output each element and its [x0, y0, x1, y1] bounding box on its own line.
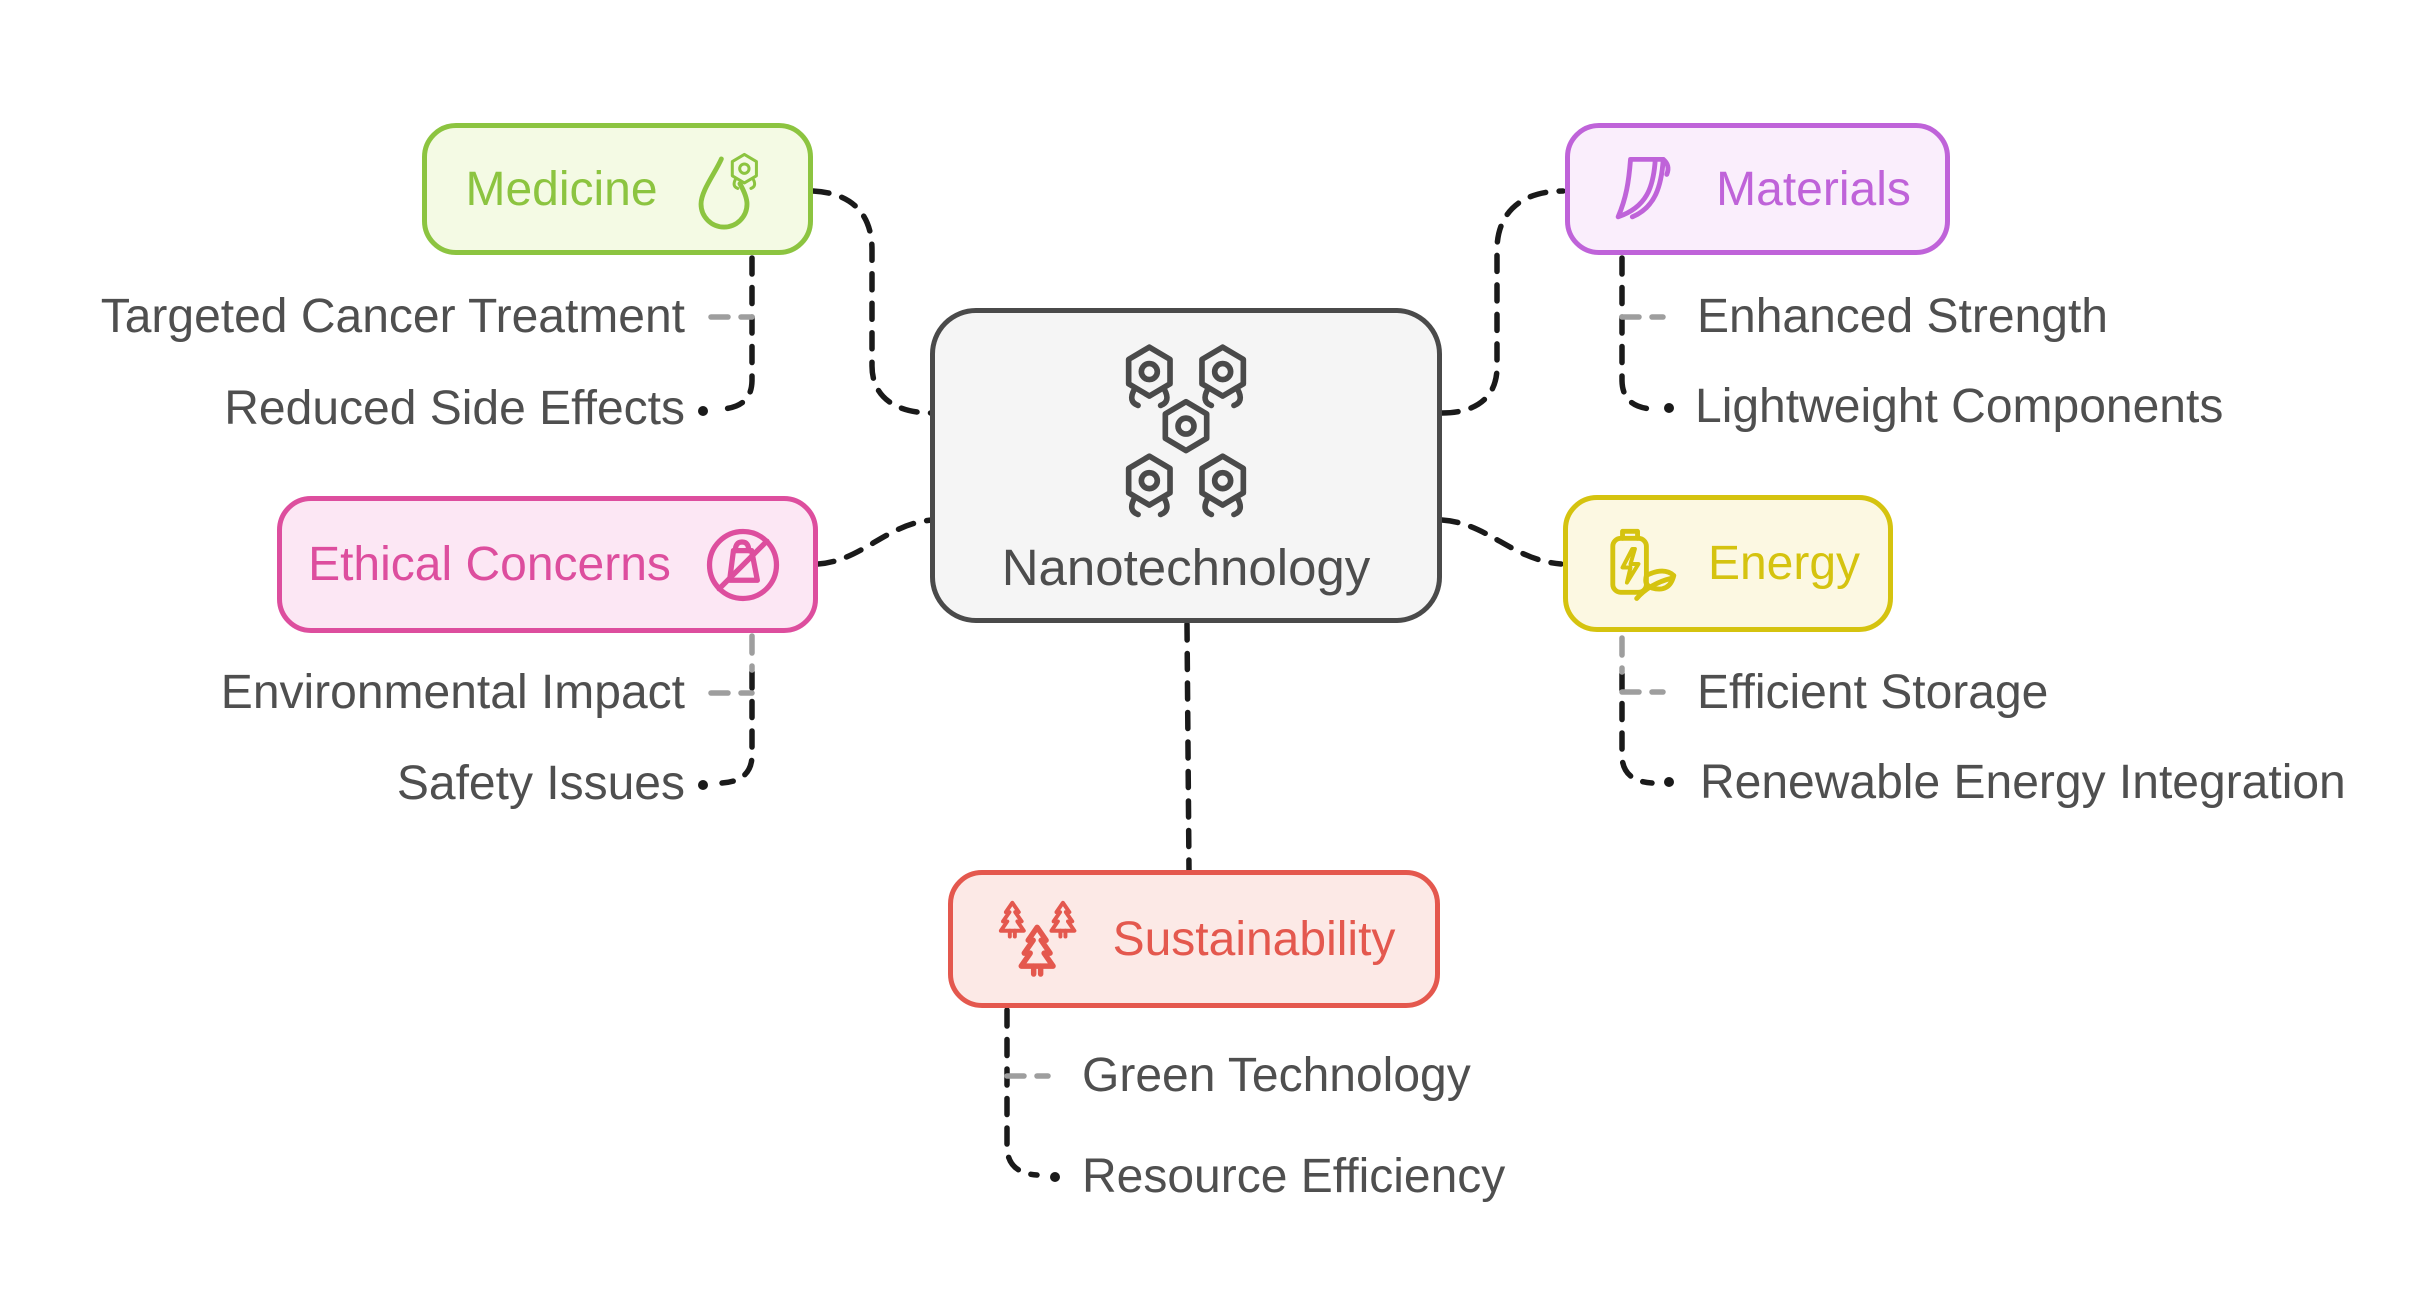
connector-materials-center — [1439, 188, 1566, 416]
battery-leaf-icon — [1610, 528, 1677, 601]
dot-reduced-side-effects — [698, 406, 708, 416]
subtopic-reduced-side-effects[interactable]: Reduced Side Effects — [224, 382, 685, 435]
branch-node-sustainability[interactable]: Sustainability — [948, 870, 1440, 1008]
nanobots-icon — [1102, 334, 1270, 522]
branch-label-sustainability: Sustainability — [1112, 912, 1396, 966]
branchline-ethical — [719, 669, 755, 786]
center-node-label: Nanotechnology — [1001, 539, 1371, 596]
subtopic-targeted-cancer-treatment[interactable]: Targeted Cancer Treatment — [100, 290, 685, 343]
branch-node-medicine[interactable]: Medicine — [422, 123, 813, 255]
dot-renewable-energy — [1664, 777, 1674, 787]
center-node-nanotechnology[interactable]: Nanotechnology — [930, 308, 1442, 623]
connector-ethical-center — [815, 517, 935, 567]
dot-safety-issues — [698, 780, 708, 790]
branch-node-materials[interactable]: Materials — [1565, 123, 1950, 255]
branchline-materials — [1619, 255, 1655, 412]
subtopic-safety-issues[interactable]: Safety Issues — [396, 757, 685, 810]
branch-node-ethical-concerns[interactable]: Ethical Concerns — [277, 496, 818, 633]
subtopic-enhanced-strength[interactable]: Enhanced Strength — [1697, 290, 2108, 343]
branchline-sustainability — [1004, 1007, 1040, 1178]
connector-medicine-center — [810, 188, 935, 416]
subtopic-lightweight-components[interactable]: Lightweight Components — [1695, 380, 2224, 433]
dot-resource-efficiency — [1050, 1172, 1060, 1182]
subtopic-efficient-storage[interactable]: Efficient Storage — [1697, 666, 2049, 719]
connector-sustainability-center — [1184, 621, 1192, 874]
branch-label-energy: Energy — [1707, 537, 1861, 590]
branch-label-materials: Materials — [1716, 162, 1911, 216]
droplet-nanobot-icon — [698, 152, 758, 230]
pine-trees-icon — [998, 900, 1076, 985]
subtopic-environmental-impact[interactable]: Environmental Impact — [220, 666, 685, 719]
no-plastic-icon — [706, 528, 780, 601]
branch-label-ethical-concerns: Ethical Concerns — [308, 538, 671, 591]
branch-label-medicine: Medicine — [465, 162, 658, 216]
subtopic-resource-efficiency[interactable]: Resource Efficiency — [1082, 1150, 1506, 1203]
subtopic-renewable-energy-integration[interactable]: Renewable Energy Integration — [1700, 756, 2346, 809]
branch-node-energy[interactable]: Energy — [1563, 495, 1893, 632]
branchline-energy — [1619, 671, 1655, 786]
branchline-medicine — [719, 255, 755, 412]
connector-energy-center — [1439, 517, 1564, 567]
layered-sheets-icon — [1615, 156, 1671, 220]
dot-lightweight-components — [1664, 403, 1674, 413]
subtopic-green-technology[interactable]: Green Technology — [1082, 1049, 1471, 1102]
